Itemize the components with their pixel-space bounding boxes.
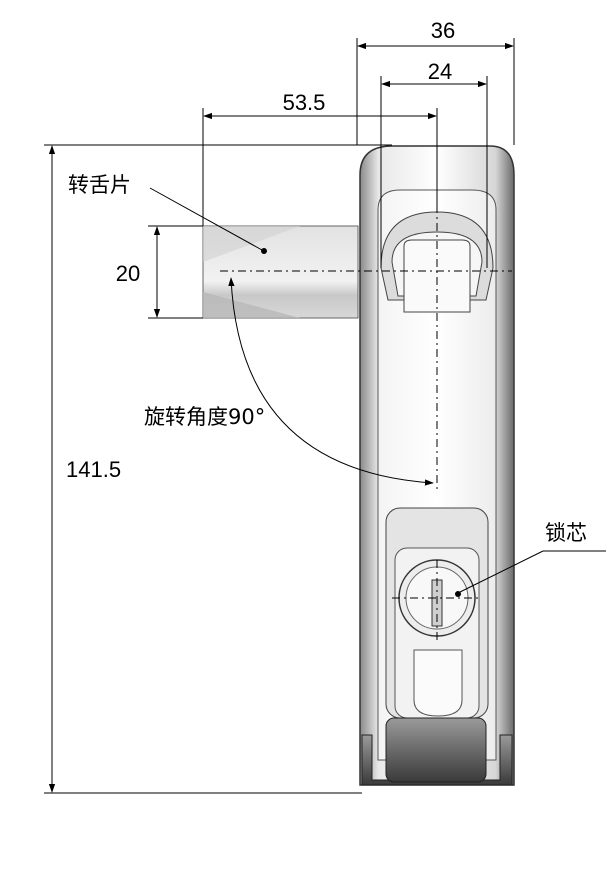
dimension-width-36: 36 (356, 18, 515, 145)
tongue-callout: 转舌片 (68, 173, 267, 254)
dimension-label-141-5: 141.5 (66, 457, 121, 482)
dimension-label-36: 36 (431, 18, 455, 43)
dimension-tongue-20: 20 (116, 225, 203, 319)
center-lines (220, 205, 512, 640)
dimension-label-53-5: 53.5 (283, 90, 326, 115)
dimension-label-20: 20 (116, 261, 140, 286)
lock-core-label: 锁芯 (545, 521, 587, 545)
rotation-arc: 旋转角度90° (144, 277, 434, 486)
dimension-offset-53-5: 53.5 (202, 90, 438, 226)
rotation-label: 旋转角度90° (144, 405, 265, 429)
tongue-plate (202, 225, 359, 319)
lock-core-callout: 锁芯 (455, 521, 606, 597)
tongue-label: 转舌片 (68, 173, 131, 197)
dimension-height-141-5: 141.5 (44, 144, 392, 794)
dimension-width-24: 24 (380, 59, 488, 268)
dimension-label-24: 24 (428, 59, 452, 84)
